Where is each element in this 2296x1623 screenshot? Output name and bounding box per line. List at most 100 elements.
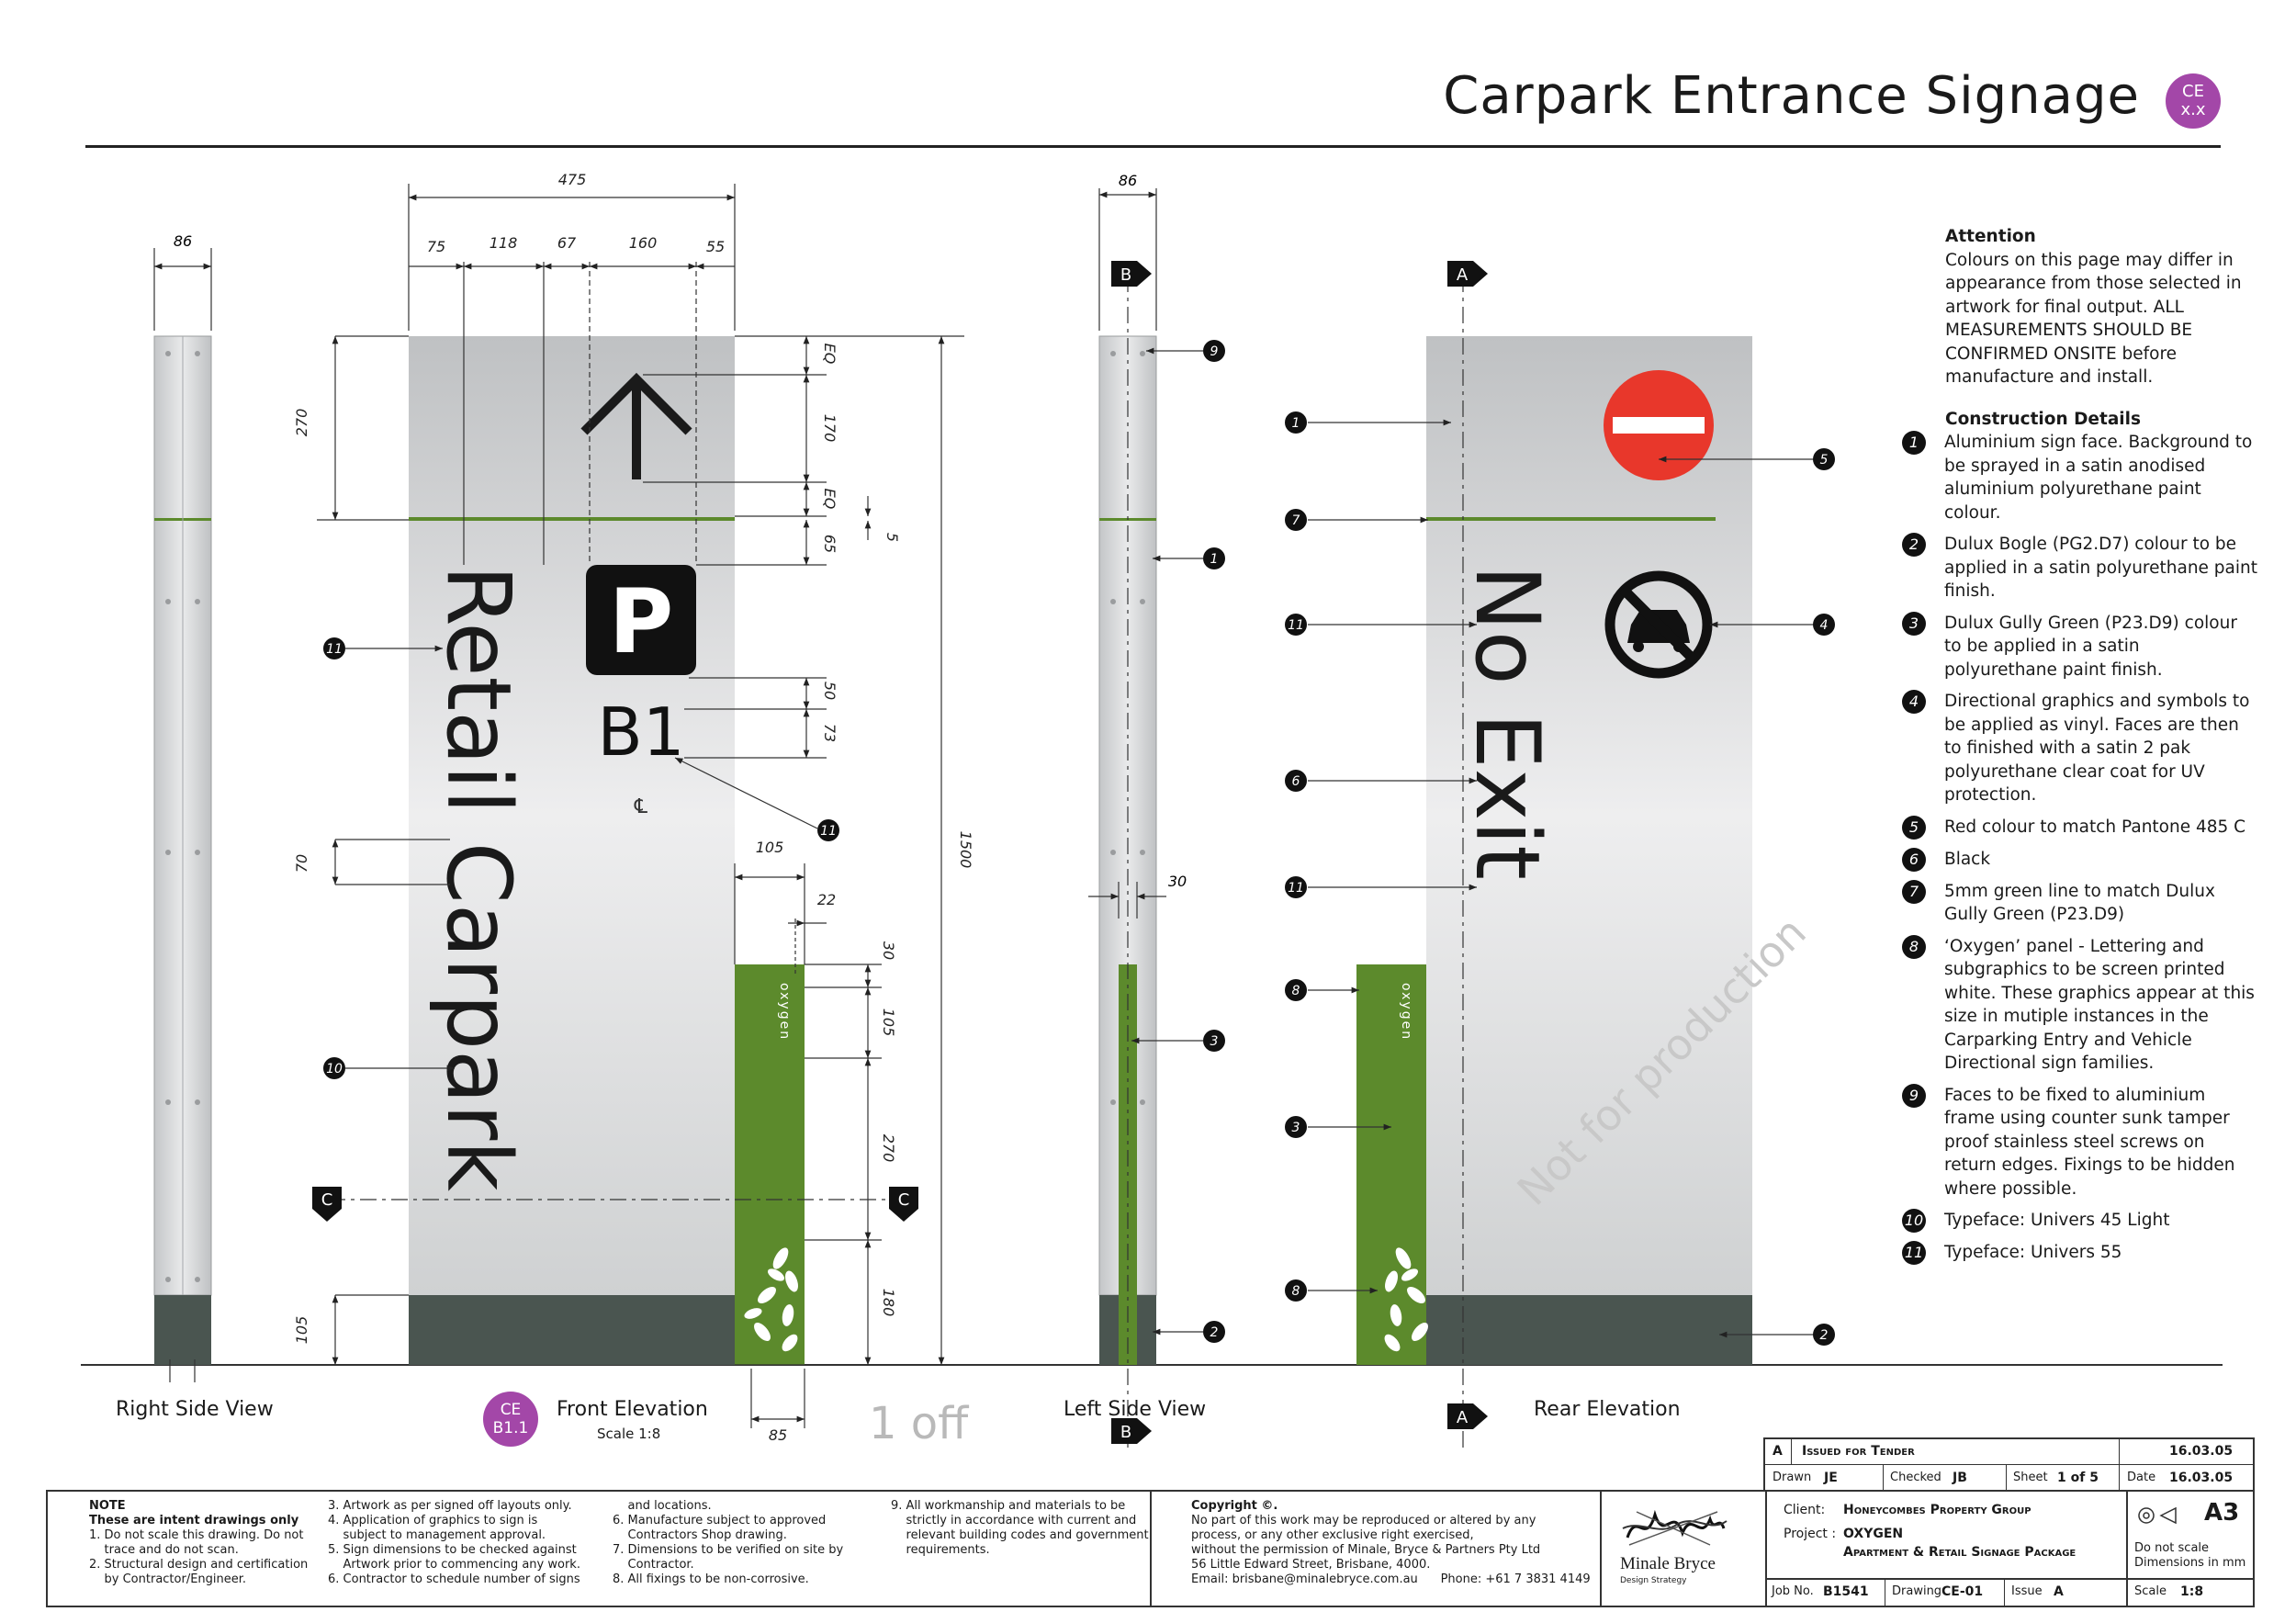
callout-3-side: 3	[1203, 1030, 1225, 1052]
note-line: 4. Application of graphics to sign is	[328, 1514, 538, 1527]
svg-text:C: C	[898, 1190, 910, 1210]
construction-item-text: Black	[1944, 849, 1991, 869]
callout-2-side: 2	[1203, 1321, 1225, 1343]
svg-text:11: 11	[1288, 881, 1304, 896]
sheet-value: 1 of 5	[2057, 1471, 2099, 1485]
dim-65: 65	[821, 535, 838, 553]
callout-1-side: 1	[1203, 547, 1225, 569]
note-line: Contractor.	[613, 1558, 694, 1572]
left-side-view: 86 30	[1088, 172, 1203, 1451]
svg-text:11: 11	[1288, 618, 1304, 633]
tb-vline-drawing	[2004, 1578, 2005, 1606]
rev-description: Issued for Tender	[1802, 1444, 1915, 1459]
front-scale-label: Scale 1:8	[597, 1426, 661, 1442]
note-line: 2. Structural design and certification	[89, 1558, 309, 1572]
section-c-right: C	[889, 1187, 918, 1222]
copyright-phone: Phone: +61 7 3831 4149	[1440, 1572, 1591, 1586]
checked-label: Checked	[1890, 1471, 1941, 1484]
noscale-2: Dimensions in mm	[2134, 1556, 2246, 1570]
front-badge-line-2: B1.1	[493, 1419, 529, 1437]
tb-divider-1	[1150, 1492, 1152, 1606]
note-line: Artwork prior to commencing any work.	[328, 1558, 580, 1572]
front-oxygen-panel	[735, 964, 805, 1365]
construction-item-number: 9	[1902, 1083, 1926, 1108]
svg-text:B: B	[1120, 265, 1131, 285]
construction-item-number: 8	[1902, 934, 1926, 959]
svg-text:11: 11	[326, 642, 343, 657]
callout-10-front: 10	[323, 1057, 345, 1079]
dim-eq-2: EQ	[821, 489, 838, 510]
issue-label: Issue	[2011, 1584, 2043, 1598]
dim-70-left: 70	[293, 854, 310, 873]
copyright-email: Email: brisbane@minalebryce.com.au	[1191, 1572, 1418, 1586]
construction-item-number: 7	[1902, 879, 1926, 904]
note-line: trace and do not scan.	[89, 1543, 239, 1557]
minale-bryce-logo	[1618, 1501, 1728, 1565]
rear-green-line	[1426, 517, 1716, 521]
svg-text:3: 3	[1210, 1034, 1219, 1049]
callout-2-rear: 2	[1813, 1324, 1835, 1346]
dim-5: 5	[884, 533, 901, 542]
callout-markers: 11 10 11 9 1 3 2 1 7 11 6 11 8 3 8 5 4 2	[323, 340, 1835, 1346]
dim-left-side-86: 86	[1119, 172, 1137, 189]
svg-text:8: 8	[1292, 1284, 1300, 1299]
front-elevation-badge	[483, 1392, 538, 1447]
svg-text:10: 10	[326, 1062, 343, 1076]
construction-item-number: 11	[1902, 1241, 1926, 1265]
note-line: 7. Dimensions to be verified on site by	[613, 1543, 844, 1557]
construction-item: 8‘Oxygen’ panel - Lettering and subgraph…	[1902, 934, 2257, 1076]
right-side-fixings	[165, 351, 200, 1282]
parking-letter: P	[609, 570, 673, 673]
logo-scribble-icon	[1622, 1509, 1728, 1546]
issue-value: A	[2054, 1584, 2064, 1599]
svg-text:B: B	[1120, 1423, 1131, 1442]
logo-sub: Design Strategy	[1620, 1576, 1687, 1585]
front-oxygen-logo: oxygen	[777, 983, 792, 1041]
front-sign-base	[409, 1295, 735, 1365]
construction-item-text: Dulux Bogle (PG2.D7) colour to be applie…	[1944, 535, 2258, 601]
dim-73: 73	[821, 724, 838, 742]
construction-item: 2 Dulux Bogle (PG2.D7) colour to be appli…	[1902, 533, 2257, 603]
svg-text:A: A	[1457, 1408, 1469, 1427]
svg-text:8: 8	[1292, 984, 1300, 998]
third-angle-projection-icon	[2138, 1506, 2177, 1525]
callout-8-rear-2: 8	[1285, 1279, 1307, 1302]
construction-item-number: 2	[1902, 533, 1926, 557]
drawing-value: CE-01	[1941, 1584, 1984, 1599]
up-arrow-icon	[580, 372, 692, 479]
dim-85: 85	[769, 1426, 787, 1444]
copyright-contact: Email: brisbane@minalebryce.com.au Phone…	[1191, 1572, 1591, 1587]
construction-item-number: 1	[1902, 431, 1926, 455]
right-side-view: 86	[153, 232, 212, 1382]
callout-1-rear: 1	[1285, 411, 1307, 434]
note-line: 1. Do not scale this drawing. Do not	[89, 1528, 304, 1542]
quantity-label: 1 off	[869, 1398, 969, 1449]
construction-item-number: 10	[1902, 1209, 1926, 1233]
callout-11-front: 11	[323, 637, 345, 659]
dim-55: 55	[706, 238, 725, 255]
date-label: Date	[2127, 1471, 2156, 1484]
callout-8-rear-1: 8	[1285, 979, 1307, 1001]
front-leaf-graphic	[744, 1247, 798, 1352]
sheet-label: Sheet	[2013, 1471, 2048, 1484]
notes-col-2: 3. Artwork as per signed off layouts onl…	[328, 1499, 580, 1587]
note-line: process, or any other exclusive right ex…	[1191, 1528, 1474, 1542]
construction-heading: Construction Details	[1945, 409, 2142, 429]
level-text: B1	[597, 693, 684, 771]
page-title: Carpark Entrance Signage	[1443, 66, 2140, 126]
construction-item-number: 6	[1902, 847, 1926, 872]
rear-sign-base	[1426, 1295, 1752, 1365]
note-line: 5. Sign dimensions to be checked against	[328, 1543, 577, 1557]
rear-elevation-label: Rear Elevation	[1534, 1398, 1681, 1421]
rear-oxygen-panel	[1356, 964, 1426, 1365]
svg-text:5: 5	[1820, 453, 1829, 468]
rear-oxygen-logo: oxygen	[1399, 983, 1413, 1041]
callout-11-b1: 11	[817, 819, 839, 841]
rev-vline-3	[1883, 1464, 1884, 1492]
note-line: 8. All fixings to be non-corrosive.	[613, 1572, 809, 1586]
notes-col1-lines: 1. Do not scale this drawing. Do not tra…	[89, 1528, 308, 1587]
rev-date: 16.03.05	[2169, 1444, 2234, 1459]
